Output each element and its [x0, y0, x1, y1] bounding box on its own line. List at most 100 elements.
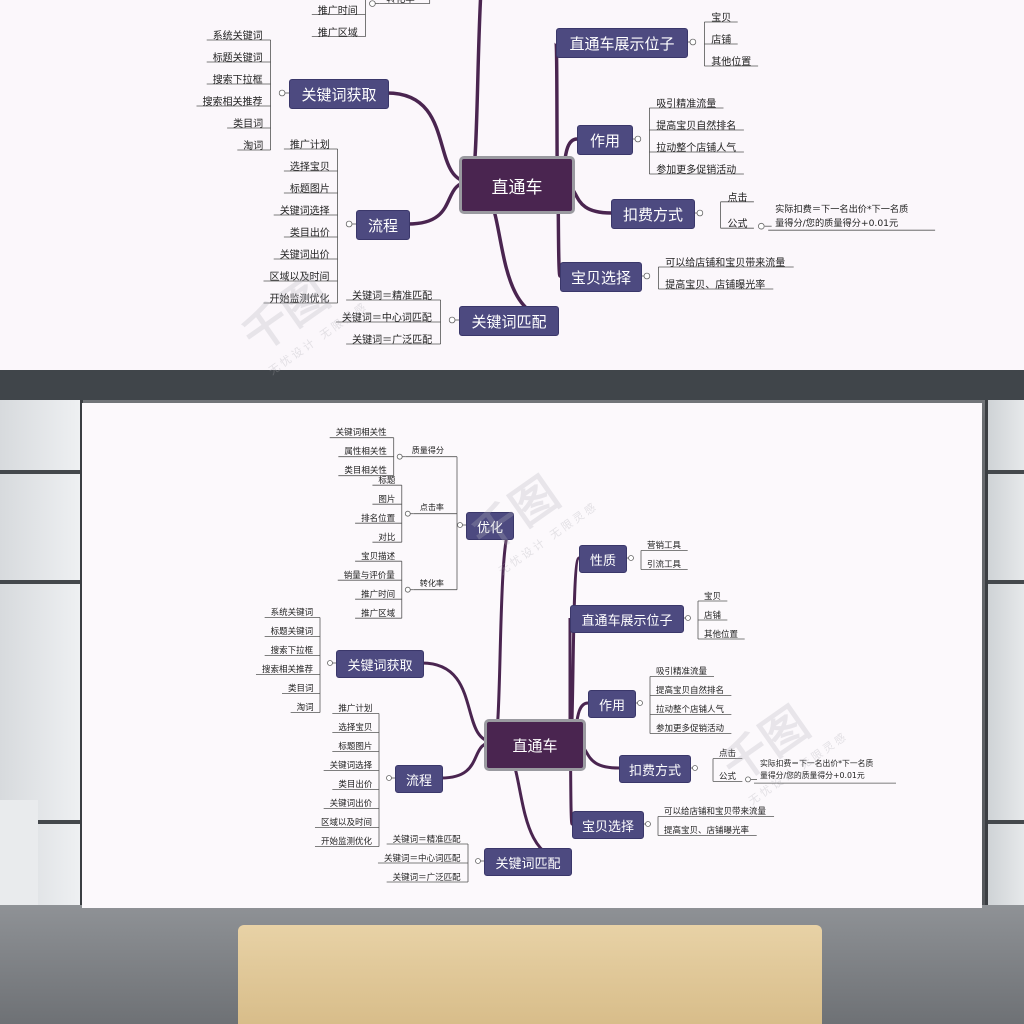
top-pipei-item: 关键词＝广泛匹配 — [352, 335, 433, 346]
top-formula-line1: 实际扣费＝下一名出价*下一名质 — [775, 204, 909, 216]
bottom-xingzhi-item: 引流工具 — [647, 560, 682, 570]
bottom-branch-guanjianci_huoqu — [421, 661, 495, 744]
bottom-weizhi-item: 其他位置 — [704, 629, 739, 640]
top-liucheng-item: 区域以及时间 — [269, 272, 330, 283]
wall-board: 直通车 优化性质直通车展示位子作用扣费方式宝贝选择 关键词获取流程关键词匹配 营销工具… — [82, 403, 982, 908]
bottom-liucheng-item: 关键词选择 — [329, 761, 373, 771]
bottom-youhua-zhuanhua-item: 销量与评价量 — [343, 570, 395, 581]
bottom-koufei-item: 公式 — [719, 771, 737, 782]
top-zuoyong-item: 拉动整个店铺人气 — [656, 143, 737, 154]
top-zuoyong-item: 提高宝贝自然排名 — [656, 121, 737, 132]
bottom-youhua-zhiliang-dot — [396, 453, 403, 460]
top-node-liucheng[interactable]: 流程 — [356, 210, 410, 240]
bottom-youhua-zhiliang-item: 关键词相关性 — [335, 428, 387, 439]
top-koufei-item: 点击 — [727, 192, 748, 204]
bottom-youhua-dianji-item: 排名位置 — [361, 513, 396, 524]
top-pipei-item: 关键词＝中心词匹配 — [341, 313, 432, 324]
bottom-youhua-dot — [457, 522, 463, 528]
top-node-koufei[interactable]: 扣费方式 — [611, 199, 695, 229]
bottom-pipei-item: 关键词＝精准匹配 — [392, 834, 461, 845]
bottom-huoqu-item: 搜索相关推荐 — [261, 665, 313, 675]
bottom-youhua-zhuanhua-item: 推广时间 — [361, 589, 396, 600]
bottom-youhua-zhiliang-label: 质量得分 — [411, 446, 444, 456]
bottom-zuoyong-item: 吸引精准流量 — [656, 667, 708, 677]
bottom-xingzhi-dot — [628, 555, 634, 561]
bottom-liucheng-item: 区域以及时间 — [320, 818, 372, 828]
bottom-pipei-item: 关键词＝中心词匹配 — [383, 853, 461, 864]
bottom-pipei-dot — [475, 858, 481, 864]
top-zuoyong-item: 参加更多促销活动 — [656, 165, 737, 176]
bottom-liucheng-dot — [386, 775, 392, 781]
bottom-xingzhi-item: 营销工具 — [647, 541, 682, 551]
top-liucheng-item: 关键词出价 — [279, 250, 330, 261]
bottom-node-youhua[interactable]: 优化 — [466, 512, 514, 540]
top-pipei-item: 关键词＝精准匹配 — [352, 291, 433, 302]
bottom-formula-dot — [745, 776, 751, 783]
top-liucheng-item: 推广计划 — [289, 140, 330, 151]
top-huoqu-item: 标题关键词 — [212, 53, 263, 64]
bottom-huoqu-item: 类目词 — [287, 684, 314, 694]
bottom-liucheng-item: 类目出价 — [338, 780, 373, 790]
top-liucheng-item: 关键词选择 — [279, 206, 330, 217]
bottom-youhua-dianji-label: 点击率 — [419, 503, 444, 513]
top-root-node[interactable]: 直通车 — [459, 156, 575, 214]
top-node-zuoyong[interactable]: 作用 — [577, 125, 633, 155]
bottom-youhua-zhuanhua-item: 宝贝描述 — [361, 551, 396, 562]
top-weizhi-item: 店铺 — [711, 35, 732, 46]
bottom-youhua-dianji-item: 对比 — [378, 532, 396, 543]
bottom-node-liucheng[interactable]: 流程 — [395, 765, 443, 793]
top-weizhi-item: 宝贝 — [711, 13, 732, 24]
bottom-node-koufei[interactable]: 扣费方式 — [619, 755, 691, 783]
top-liucheng-item: 选择宝贝 — [289, 162, 330, 173]
top-baobei-item: 提高宝贝、店铺曝光率 — [665, 280, 766, 291]
bottom-huoqu-item: 系统关键词 — [270, 608, 314, 618]
bottom-node-weizhi[interactable]: 直通车展示位子 — [570, 605, 684, 633]
bottom-weizhi-item: 宝贝 — [704, 591, 722, 602]
top-zuoyong-item: 吸引精准流量 — [656, 99, 717, 110]
bottom-node-pipei[interactable]: 关键词匹配 — [484, 848, 572, 876]
top-formula-line2: 量得分/您的质量得分+0.01元 — [775, 218, 899, 230]
ceiling-beam — [0, 370, 1024, 400]
top-huoqu-item: 搜索下拉框 — [212, 75, 263, 86]
top-liucheng-item: 类目出价 — [289, 228, 330, 239]
bottom-zuoyong-dot — [637, 700, 643, 706]
top-youhua-zhuanhua-label: 转化率 — [386, 0, 415, 5]
bottom-node-xingzhi[interactable]: 性质 — [579, 545, 627, 573]
top-koufei-item: 公式 — [727, 219, 748, 231]
bottom-koufei-dot — [692, 765, 698, 771]
bottom-huoqu-dot — [327, 660, 333, 666]
bottom-liucheng-item: 标题图片 — [338, 742, 373, 752]
top-huoqu-item: 搜索相关推荐 — [202, 97, 263, 108]
wooden-table — [238, 925, 822, 1024]
bottom-weizhi-item: 店铺 — [704, 610, 722, 621]
top-node-guanjianci_huoqu[interactable]: 关键词获取 — [289, 79, 389, 109]
top-formula-dot — [758, 222, 765, 230]
bottom-formula-line1: 实际扣费＝下一名出价*下一名质 — [760, 758, 874, 768]
bottom-formula-line2: 量得分/您的质量得分+0.01元 — [760, 771, 865, 781]
bottom-baobei-item: 可以给店铺和宝贝带来流量 — [664, 807, 767, 817]
bottom-youhua-zhiliang-item: 类目相关性 — [344, 466, 387, 477]
bottom-liucheng-item: 开始监测优化 — [320, 837, 372, 847]
bottom-youhua-zhiliang-item: 属性相关性 — [344, 447, 387, 458]
top-baobei-item: 可以给店铺和宝贝带来流量 — [665, 258, 786, 269]
bottom-root-node[interactable]: 直通车 — [484, 719, 586, 771]
bottom-node-zuoyong[interactable]: 作用 — [588, 690, 636, 718]
right-window — [985, 400, 1024, 960]
top-branch-guanjianci_huoqu — [386, 91, 471, 184]
top-node-baobei[interactable]: 宝贝选择 — [560, 262, 642, 292]
bottom-koufei-item: 点击 — [719, 749, 737, 760]
bottom-zuoyong-item: 提高宝贝自然排名 — [656, 686, 725, 696]
bottom-baobei-item: 提高宝贝、店铺曝光率 — [664, 826, 750, 836]
top-mindmap: 直通车优化直通车展示位子作用扣费方式宝贝选择关键词获取流程关键词匹配宝贝店铺其他… — [0, 0, 1024, 370]
bottom-youhua-zhuanhua-label: 转化率 — [419, 579, 444, 589]
bottom-node-guanjianci_huoqu[interactable]: 关键词获取 — [336, 650, 424, 678]
top-youhua-zhuanhua-item: 推广区域 — [317, 27, 358, 39]
bottom-zuoyong-item: 拉动整个店铺人气 — [656, 705, 725, 715]
top-node-weizhi[interactable]: 直通车展示位子 — [556, 28, 688, 58]
bottom-branch-youhua — [492, 523, 514, 744]
bottom-node-baobei[interactable]: 宝贝选择 — [572, 811, 644, 839]
top-node-pipei[interactable]: 关键词匹配 — [459, 306, 559, 336]
top-huoqu-item: 淘词 — [243, 141, 264, 152]
top-huoqu-item: 类目词 — [233, 119, 264, 130]
bottom-liucheng-item: 关键词出价 — [329, 799, 373, 809]
